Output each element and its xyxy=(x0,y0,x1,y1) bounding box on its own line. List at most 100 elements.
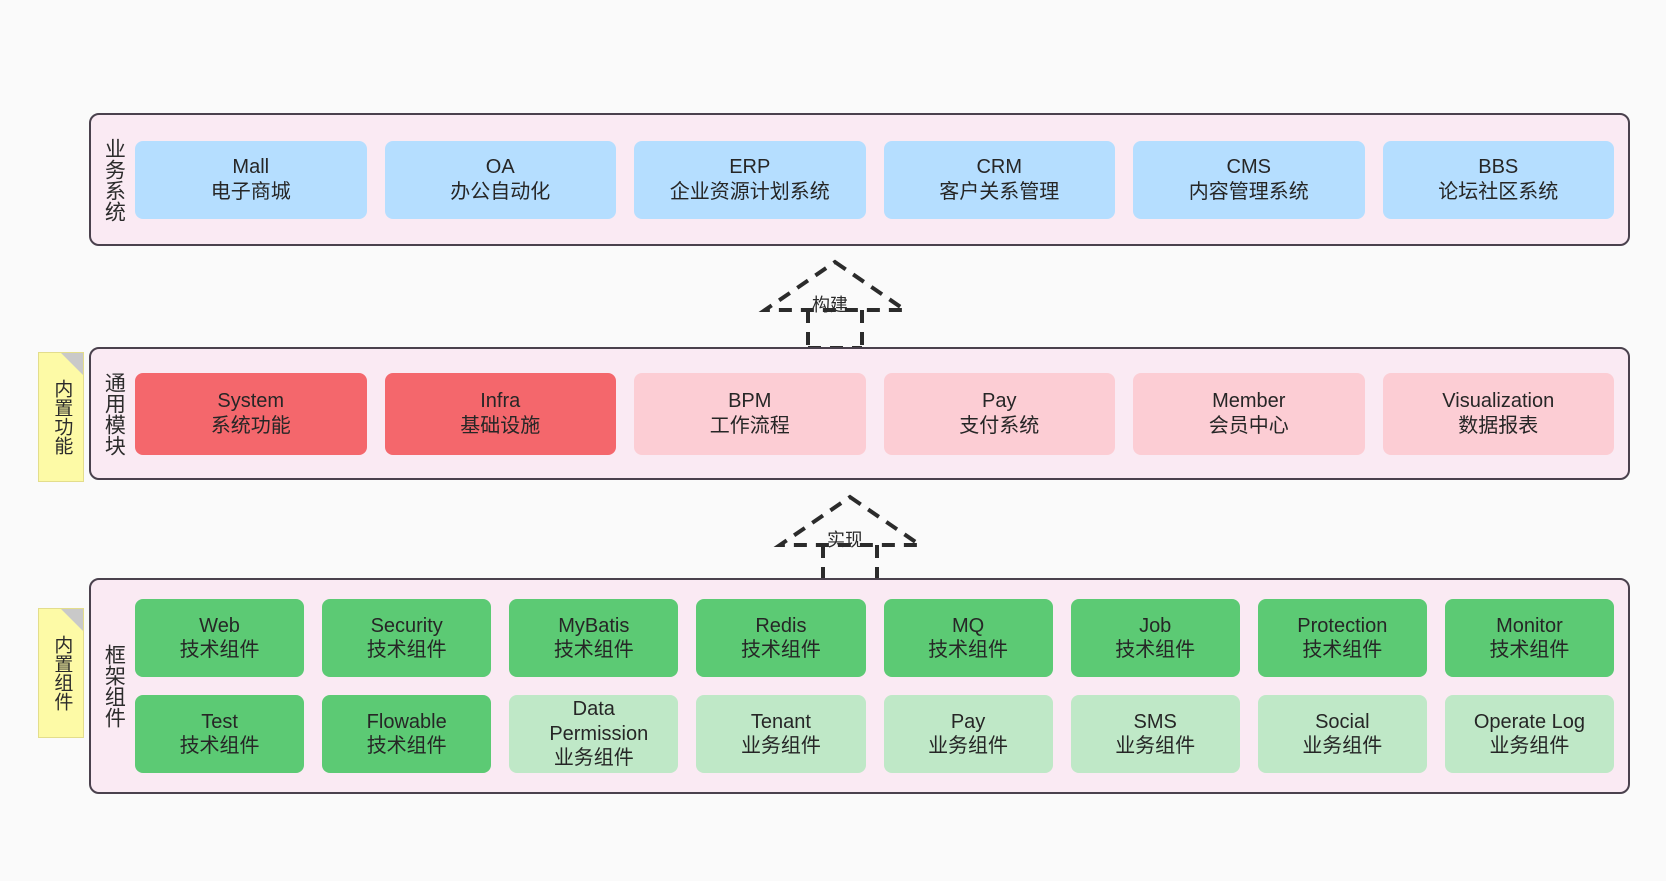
node-label-cn: 技术组件 xyxy=(1302,639,1383,661)
node-mybatis[interactable]: MyBatis 技术组件 xyxy=(509,599,679,677)
node-visualization[interactable]: Visualization 数据报表 xyxy=(1382,372,1614,455)
node-label-en: BPM xyxy=(728,390,772,413)
node-label-cn: 业务组件 xyxy=(740,735,821,757)
node-crm[interactable]: CRM 客户关系管理 xyxy=(883,140,1115,219)
connector-label-build: 构建 xyxy=(812,295,848,315)
node-security[interactable]: Security 技术组件 xyxy=(322,599,492,677)
node-label-en: Operate Log xyxy=(1473,710,1586,733)
layer-body-business: Mall 电子商城 OA 办公自动化 ERP 企业资源计划系统 CRM 客户关系… xyxy=(135,115,1628,244)
node-operate-log[interactable]: Operate Log 业务组件 xyxy=(1444,695,1614,773)
node-label-cn: 会员中心 xyxy=(1208,414,1289,437)
node-monitor[interactable]: Monitor 技术组件 xyxy=(1444,599,1614,677)
layer-framework-components[interactable]: 框架组件 Web 技术组件 Security 技术组件 MyBatis 技术组件… xyxy=(89,578,1630,794)
layer-body-modules: System 系统功能 Infra 基础设施 BPM 工作流程 Pay 支付系统… xyxy=(135,349,1628,478)
node-row: System 系统功能 Infra 基础设施 BPM 工作流程 Pay 支付系统… xyxy=(135,372,1614,455)
node-label-cn: 业务组件 xyxy=(1302,735,1383,757)
node-label-cn: 业务组件 xyxy=(928,735,1009,757)
node-label-cn: 业务组件 xyxy=(553,747,634,770)
node-label-en: Flowable xyxy=(366,710,447,733)
node-job[interactable]: Job 技术组件 xyxy=(1070,599,1240,677)
node-label-cn: 内容管理系统 xyxy=(1188,180,1309,203)
node-pay-component[interactable]: Pay 业务组件 xyxy=(883,695,1053,773)
node-tenant[interactable]: Tenant 业务组件 xyxy=(696,695,866,773)
node-label-cn: 办公自动化 xyxy=(450,180,551,203)
node-label-en: Mall xyxy=(232,156,270,179)
node-infra[interactable]: Infra 基础设施 xyxy=(384,372,616,455)
layer-common-modules[interactable]: 通用模块 System 系统功能 Infra 基础设施 BPM 工作流程 Pay… xyxy=(89,347,1630,480)
arrowhead-triangle xyxy=(773,494,927,547)
node-pay-module[interactable]: Pay 支付系统 xyxy=(883,372,1115,455)
node-row: Mall 电子商城 OA 办公自动化 ERP 企业资源计划系统 CRM 客户关系… xyxy=(135,140,1614,219)
node-social[interactable]: Social 业务组件 xyxy=(1257,695,1427,773)
node-label-en: Web xyxy=(199,614,240,637)
node-label-en: SMS xyxy=(1133,710,1177,733)
node-oa[interactable]: OA 办公自动化 xyxy=(384,140,616,219)
node-label-en: Tenant xyxy=(750,710,811,733)
node-label-en: System xyxy=(217,390,285,413)
node-label-cn: 工作流程 xyxy=(709,414,790,437)
node-flowable[interactable]: Flowable 技术组件 xyxy=(322,695,492,773)
node-label-cn: 业务组件 xyxy=(1489,735,1570,757)
node-label-cn: 技术组件 xyxy=(740,639,821,661)
node-mall[interactable]: Mall 电子商城 xyxy=(135,140,367,219)
node-label-en: Visualization xyxy=(1442,390,1555,413)
node-system[interactable]: System 系统功能 xyxy=(135,372,367,455)
node-mq[interactable]: MQ 技术组件 xyxy=(883,599,1053,677)
node-label-en: Security xyxy=(370,614,443,637)
node-label-en: CMS xyxy=(1226,156,1271,179)
node-label-cn: 企业资源计划系统 xyxy=(669,180,830,203)
node-label-cn: 技术组件 xyxy=(1489,639,1570,661)
node-label-cn: 电子商城 xyxy=(210,180,291,203)
node-label-en: Social xyxy=(1315,710,1370,733)
node-sms[interactable]: SMS 业务组件 xyxy=(1070,695,1240,773)
node-label-cn: 技术组件 xyxy=(179,735,260,757)
node-label-en: Monitor xyxy=(1496,614,1563,637)
node-label-cn: 业务组件 xyxy=(1115,735,1196,757)
node-label-en: Job xyxy=(1139,614,1172,637)
connector-build: 构建 xyxy=(755,258,915,350)
node-label-en: Data Permission xyxy=(549,698,649,745)
node-cms[interactable]: CMS 内容管理系统 xyxy=(1133,140,1365,219)
node-label-cn: 客户关系管理 xyxy=(939,180,1060,203)
node-label-cn: 技术组件 xyxy=(928,639,1009,661)
arrowhead-triangle xyxy=(758,259,912,312)
node-label-en: CRM xyxy=(976,156,1023,179)
node-test[interactable]: Test 技术组件 xyxy=(135,695,305,773)
node-label-en: Infra xyxy=(480,390,521,413)
node-label-en: Pay xyxy=(982,390,1017,413)
node-member[interactable]: Member 会员中心 xyxy=(1133,372,1365,455)
node-label-en: Pay xyxy=(950,710,986,733)
node-label-cn: 论坛社区系统 xyxy=(1438,180,1559,203)
layer-title-framework: 框架组件 xyxy=(102,644,126,728)
node-web[interactable]: Web 技术组件 xyxy=(135,599,305,677)
layer-business-systems[interactable]: 业务系统 Mall 电子商城 OA 办公自动化 ERP 企业资源计划系统 CRM… xyxy=(89,113,1630,246)
node-data-permission[interactable]: Data Permission 业务组件 xyxy=(509,695,679,773)
node-protection[interactable]: Protection 技术组件 xyxy=(1257,599,1427,677)
node-label-cn: 系统功能 xyxy=(210,414,291,437)
layer-body-framework: Web 技术组件 Security 技术组件 MyBatis 技术组件 Redi… xyxy=(135,580,1628,792)
node-label-en: MQ xyxy=(951,614,985,637)
node-bbs[interactable]: BBS 论坛社区系统 xyxy=(1382,140,1614,219)
sticky-note-builtin-components[interactable]: 内置组件 xyxy=(38,608,84,738)
node-label-en: Redis xyxy=(755,614,807,637)
sticky-note-builtin-features[interactable]: 内置功能 xyxy=(38,352,84,482)
node-label-en: Protection xyxy=(1297,614,1388,637)
connector-implement: 实现 xyxy=(770,493,930,585)
node-label-en: Test xyxy=(201,710,238,733)
node-label-cn: 技术组件 xyxy=(179,639,260,661)
node-row: Test 技术组件 Flowable 技术组件 Data Permission … xyxy=(135,695,1614,773)
node-bpm[interactable]: BPM 工作流程 xyxy=(634,372,866,455)
node-erp[interactable]: ERP 企业资源计划系统 xyxy=(634,140,866,219)
node-label-cn: 基础设施 xyxy=(460,414,541,437)
sticky-note-label: 内置功能 xyxy=(51,379,73,455)
node-label-cn: 数据报表 xyxy=(1458,414,1539,437)
node-label-en: OA xyxy=(485,156,515,179)
node-label-cn: 技术组件 xyxy=(553,639,634,661)
node-label-en: MyBatis xyxy=(558,614,630,637)
sticky-note-label: 内置组件 xyxy=(51,635,73,711)
node-label-en: ERP xyxy=(729,156,771,179)
node-redis[interactable]: Redis 技术组件 xyxy=(696,599,866,677)
node-label-cn: 技术组件 xyxy=(366,639,447,661)
node-label-en: Member xyxy=(1212,390,1286,413)
